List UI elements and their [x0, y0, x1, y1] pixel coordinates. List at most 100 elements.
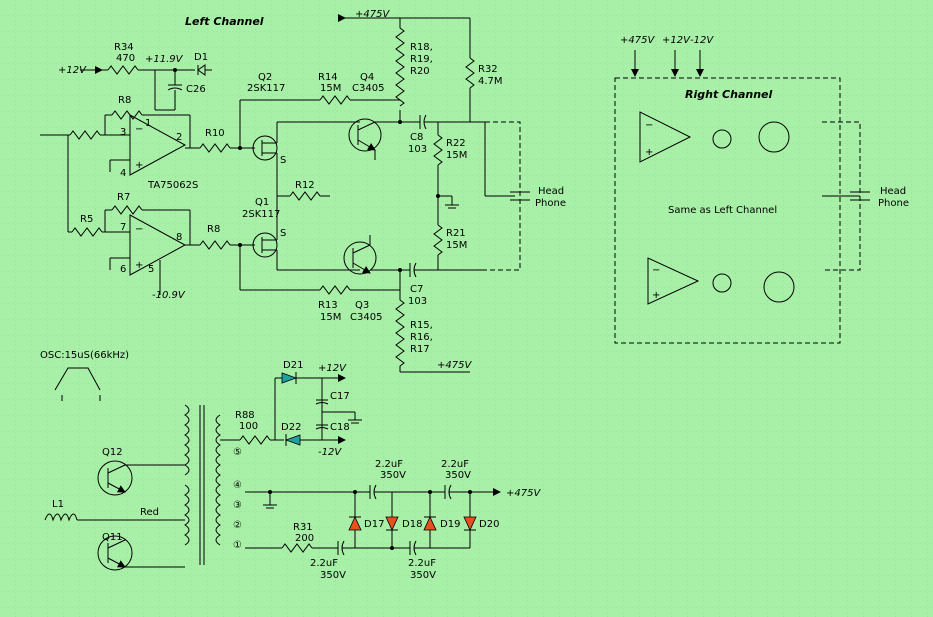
svg-text:Phone: Phone: [535, 198, 566, 209]
svg-text:2SK117: 2SK117: [247, 83, 285, 94]
svg-text:350V: 350V: [380, 470, 406, 481]
svg-text:+: +: [135, 160, 143, 171]
svg-text:+475V: +475V: [355, 9, 390, 20]
opamp-lower: − + 7 6 5 8 R7 R5 -10.9V R8: [67, 135, 255, 301]
svg-text:③: ③: [233, 500, 242, 511]
svg-text:Right Channel: Right Channel: [685, 88, 772, 101]
svg-text:D20: D20: [479, 519, 499, 530]
svg-text:2.2uF: 2.2uF: [310, 558, 338, 569]
svg-text:R15,: R15,: [410, 320, 433, 331]
svg-text:D21: D21: [283, 360, 303, 371]
svg-text:−: −: [135, 124, 143, 135]
svg-text:4: 4: [120, 168, 126, 179]
svg-text:R12: R12: [295, 180, 315, 191]
svg-text:Same as Left Channel: Same as Left Channel: [668, 205, 777, 216]
svg-text:S: S: [280, 155, 286, 166]
svg-text:R14: R14: [318, 72, 338, 83]
svg-text:350V: 350V: [410, 570, 436, 581]
svg-text:Q2: Q2: [258, 72, 272, 83]
svg-text:R18,: R18,: [410, 42, 433, 53]
svg-text:+: +: [135, 260, 143, 271]
svg-text:Q4: Q4: [360, 72, 374, 83]
svg-text:Q11: Q11: [102, 532, 123, 543]
svg-text:R8: R8: [118, 95, 131, 106]
svg-text:+11.9V: +11.9V: [145, 54, 184, 65]
svg-text:R10: R10: [205, 128, 225, 139]
svg-text:100: 100: [239, 421, 258, 432]
svg-text:+475V: +475V: [620, 35, 655, 46]
svg-text:D1: D1: [194, 52, 208, 63]
svg-text:C26: C26: [186, 84, 206, 95]
svg-text:④: ④: [233, 480, 242, 491]
opamp-upper: − + 3 4 2 1 TA75062S R8 R10: [40, 95, 255, 191]
svg-text:15M: 15M: [320, 83, 341, 94]
svg-text:2: 2: [176, 132, 182, 143]
svg-text:5: 5: [148, 264, 154, 275]
svg-text:−: −: [135, 224, 143, 235]
bias-supply: +12V R34 470 +11.9V D1 C26: [58, 42, 212, 111]
svg-text:D18: D18: [402, 519, 422, 530]
svg-text:C17: C17: [330, 391, 350, 402]
svg-text:C18: C18: [330, 422, 350, 433]
svg-text:C7: C7: [410, 284, 423, 295]
svg-text:200: 200: [295, 533, 314, 544]
oscillator-supply: OSC:15uS(66kHz) R88 100 ⑤ ④ ③ ② ① D21 +1…: [40, 350, 362, 565]
svg-text:+12V: +12V: [58, 65, 87, 76]
svg-text:R8: R8: [207, 224, 220, 235]
svg-text:470: 470: [116, 53, 135, 64]
svg-text:R31: R31: [293, 522, 313, 533]
svg-text:350V: 350V: [445, 470, 471, 481]
svg-text:R22: R22: [446, 138, 466, 149]
svg-text:103: 103: [408, 144, 427, 155]
svg-text:S: S: [280, 228, 286, 239]
output-stage: C8 103 C7 103 R22 15M R21 15M Head Phone…: [395, 114, 566, 373]
svg-text:7: 7: [120, 222, 126, 233]
svg-text:2SK117: 2SK117: [242, 209, 280, 220]
svg-text:+475V: +475V: [506, 488, 541, 499]
svg-text:C3405: C3405: [350, 312, 382, 323]
svg-text:Red: Red: [140, 507, 159, 518]
svg-text:Head: Head: [538, 186, 564, 197]
svg-text:+12V: +12V: [662, 35, 691, 46]
right-channel-block: Right Channel +475V +12V -12V − + − + Sa…: [614, 35, 909, 344]
svg-text:-10.9V: -10.9V: [152, 290, 186, 301]
svg-text:②: ②: [233, 520, 242, 531]
svg-text:−: −: [652, 265, 660, 276]
svg-text:2.2uF: 2.2uF: [375, 459, 403, 470]
svg-text:R7: R7: [117, 192, 130, 203]
svg-text:1: 1: [145, 118, 151, 129]
svg-text:3: 3: [120, 127, 126, 138]
svg-text:103: 103: [408, 296, 427, 307]
svg-text:R34: R34: [114, 42, 134, 53]
left-channel-title: Left Channel: [185, 15, 264, 28]
svg-text:R16,: R16,: [410, 332, 433, 343]
svg-text:R17: R17: [410, 344, 430, 355]
svg-text:R21: R21: [446, 228, 466, 239]
svg-text:2.2uF: 2.2uF: [408, 558, 436, 569]
svg-text:R13: R13: [318, 300, 338, 311]
svg-text:350V: 350V: [320, 570, 346, 581]
svg-text:Q1: Q1: [255, 197, 269, 208]
svg-text:R5: R5: [80, 214, 93, 225]
svg-text:-12V: -12V: [318, 447, 342, 458]
svg-text:D22: D22: [281, 422, 301, 433]
svg-text:R32: R32: [478, 64, 498, 75]
jfet-q2: Q2 2SK117 S R14 15M: [239, 72, 400, 200]
bjt-q3: Q3 C3405: [343, 235, 400, 323]
svg-text:⑤: ⑤: [233, 447, 242, 458]
jfet-q1: Q1 2SK117 S R12 R13 15M: [239, 180, 400, 323]
svg-text:①: ①: [233, 540, 242, 551]
svg-text:+: +: [652, 290, 660, 301]
svg-text:L1: L1: [52, 499, 64, 510]
svg-text:15M: 15M: [320, 312, 341, 323]
svg-text:8: 8: [176, 232, 182, 243]
svg-text:2.2uF: 2.2uF: [441, 459, 469, 470]
svg-text:Q12: Q12: [102, 447, 123, 458]
svg-text:TA75062S: TA75062S: [147, 180, 198, 191]
svg-text:R19,: R19,: [410, 54, 433, 65]
svg-text:15M: 15M: [446, 150, 467, 161]
svg-text:Q3: Q3: [355, 300, 369, 311]
